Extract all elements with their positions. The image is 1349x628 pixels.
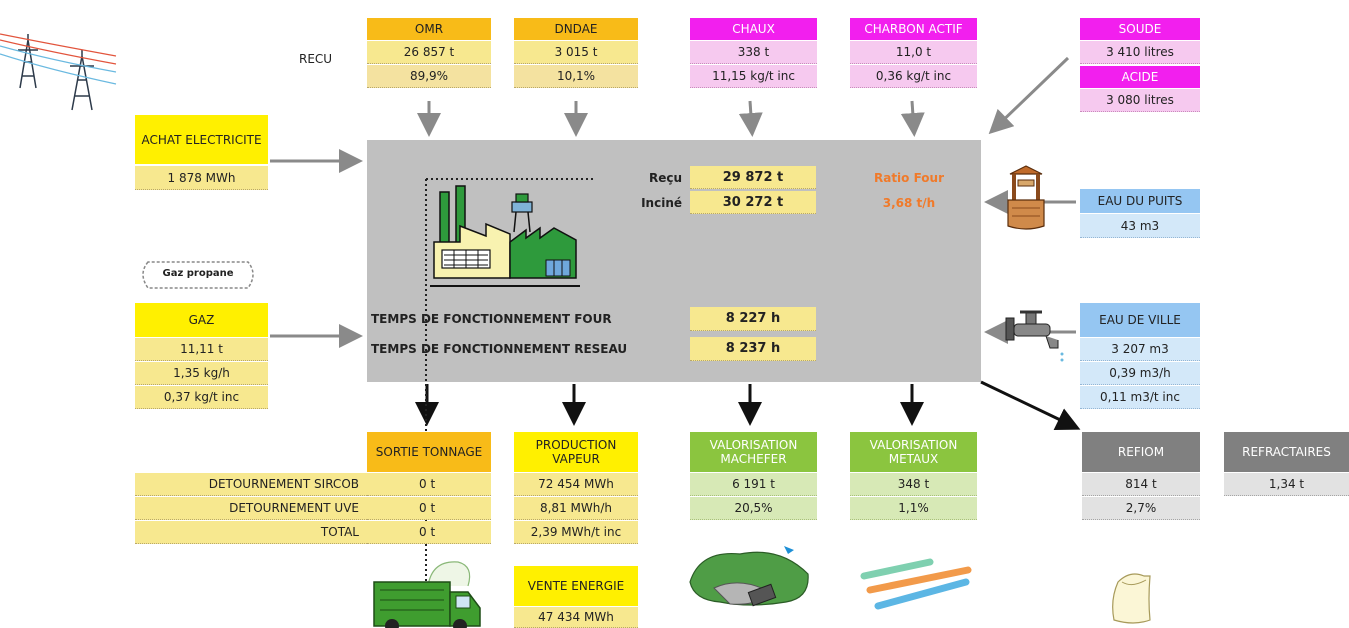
arrow-charbon: [900, 100, 925, 137]
arrow-soude: [988, 56, 1070, 135]
refiom-value-2: 2,7%: [1082, 497, 1200, 520]
machefer-value-2: 20,5%: [690, 497, 817, 520]
metaux-value-1: 348 t: [850, 473, 977, 496]
center-incinere-label: Inciné: [641, 196, 682, 210]
arrow-refiom: [980, 380, 1081, 431]
dndae-pct: 10,1%: [514, 65, 638, 88]
dndae-tonnage: 3 015 t: [514, 41, 638, 64]
vente-header: VENTE ENERGIE: [514, 566, 638, 606]
refractaires-header: REFRACTAIRES: [1224, 432, 1349, 472]
metaux-value-2: 1,1%: [850, 497, 977, 520]
gas-tank-label: Gaz propane: [162, 268, 234, 279]
ratio-four-value: 3,68 t/h: [882, 196, 936, 210]
metaux-header: VALORISATION METAUX: [850, 432, 977, 472]
machefer-header: VALORISATION MACHEFER: [690, 432, 817, 472]
chaux-ratio: 11,15 kg/t inc: [690, 65, 817, 88]
electricite-value: 1 878 MWh: [135, 166, 268, 190]
gaz-value-1: 11,11 t: [135, 338, 268, 361]
omr-tonnage: 26 857 t: [367, 41, 491, 64]
soude-qty: 3 410 litres: [1080, 41, 1200, 64]
soude-header: SOUDE: [1080, 18, 1200, 40]
charbon-header: CHARBON ACTIF: [850, 18, 977, 40]
dndae-header: DNDAE: [514, 18, 638, 40]
machefer-value-1: 6 191 t: [690, 473, 817, 496]
acide-header: ACIDE: [1080, 66, 1200, 88]
vapeur-value-3: 2,39 MWh/t inc: [514, 521, 638, 544]
gaz-value-2: 1,35 kg/h: [135, 362, 268, 385]
center-recu-label: Reçu: [648, 171, 682, 185]
omr-header: OMR: [367, 18, 491, 40]
electricite-header: ACHAT ELECTRICITE: [135, 115, 268, 164]
gaz-header: GAZ: [135, 303, 268, 337]
ville-header: EAU DE VILLE: [1080, 303, 1200, 337]
chaux-header: CHAUX: [690, 18, 817, 40]
charbon-ratio: 0,36 kg/t inc: [850, 65, 977, 88]
ratio-four-label: Ratio Four: [873, 171, 945, 185]
ville-value-1: 3 207 m3: [1080, 338, 1200, 361]
acide-qty: 3 080 litres: [1080, 89, 1200, 112]
temps-reseau-label: TEMPS DE FONCTIONNEMENT RESEAU: [371, 342, 628, 356]
sortie-row-2-label: DETOURNEMENT UVE: [135, 497, 367, 520]
ville-value-3: 0,11 m3/t inc: [1080, 386, 1200, 409]
puits-value: 43 m3: [1080, 214, 1200, 238]
sortie-row-3-label: TOTAL: [135, 521, 367, 544]
sortie-row-1-label: DETOURNEMENT SIRCOB: [135, 473, 367, 496]
sortie-header: SORTIE TONNAGE: [367, 432, 491, 472]
center-recu-value: 29 872 t: [690, 166, 816, 189]
vapeur-value-2: 8,81 MWh/h: [514, 497, 638, 520]
center-incinere-value: 30 272 t: [690, 191, 816, 214]
refiom-header: REFIOM: [1082, 432, 1200, 472]
gaz-value-3: 0,37 kg/t inc: [135, 386, 268, 409]
temps-reseau-value: 8 237 h: [690, 337, 816, 361]
recu-label: RECU: [299, 52, 333, 66]
sortie-row-3-value: 0 t: [367, 521, 491, 544]
refiom-value-1: 814 t: [1082, 473, 1200, 496]
chaux-qty: 338 t: [690, 41, 817, 64]
vapeur-value-1: 72 454 MWh: [514, 473, 638, 496]
sortie-row-1-value: 0 t: [367, 473, 491, 496]
sortie-row-2-value: 0 t: [367, 497, 491, 520]
temps-four-value: 8 227 h: [690, 307, 816, 331]
vapeur-header: PRODUCTION VAPEUR: [514, 432, 638, 472]
puits-header: EAU DU PUITS: [1080, 189, 1200, 213]
omr-pct: 89,9%: [367, 65, 491, 88]
ville-value-2: 0,39 m3/h: [1080, 362, 1200, 385]
arrow-chaux: [738, 100, 763, 137]
temps-four-label: TEMPS DE FONCTIONNEMENT FOUR: [371, 312, 612, 326]
charbon-qty: 11,0 t: [850, 41, 977, 64]
refractaires-value-1: 1,34 t: [1224, 473, 1349, 496]
